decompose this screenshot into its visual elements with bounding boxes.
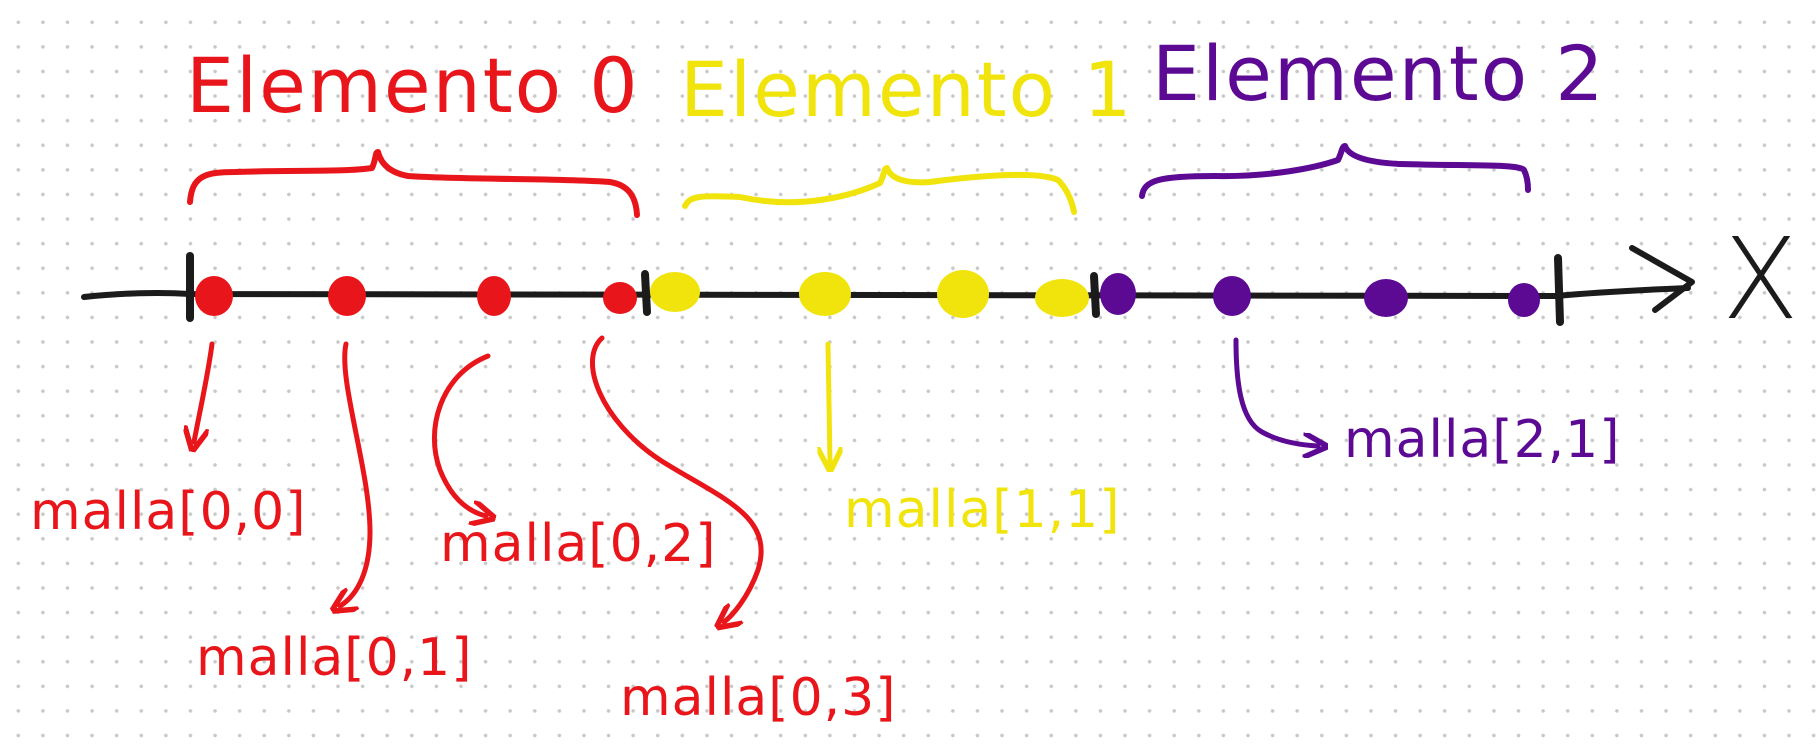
node-0-0	[195, 276, 233, 316]
node-1-2	[937, 270, 989, 318]
node-0-2	[477, 276, 511, 316]
arrow-to-malla-2-1	[1233, 337, 1318, 446]
element-boundary-tick	[1554, 254, 1564, 326]
mesh-label-1-1: malla[1,1]	[844, 480, 1121, 540]
arrow-to-malla-0-1	[340, 341, 373, 606]
node-2-3	[1508, 283, 1540, 317]
arrow-to-malla-0-2	[431, 353, 488, 516]
element-boundary-tick	[641, 270, 651, 316]
node-1-3	[1035, 279, 1089, 317]
node-2-2	[1364, 279, 1408, 317]
element-0-brace	[187, 149, 640, 218]
x-axis-arrowhead	[1629, 245, 1695, 313]
element-boundary-tick	[1090, 272, 1100, 318]
x-axis-line	[81, 285, 1691, 300]
node-2-1	[1213, 276, 1251, 316]
mesh-label-0-0: malla[0,0]	[30, 482, 307, 542]
node-0-3	[603, 282, 637, 314]
arrow-to-malla-1-1	[828, 341, 830, 462]
mesh-label-0-1: malla[0,1]	[196, 628, 473, 688]
element-0-title: Elemento 0	[186, 41, 640, 130]
element-1-title: Elemento 1	[680, 45, 1134, 134]
mesh-label-0-2: malla[0,2]	[440, 514, 717, 574]
node-1-1	[799, 272, 851, 316]
x-axis-label: X	[1722, 215, 1799, 345]
element-1-brace	[682, 165, 1077, 215]
element-2-brace	[1139, 143, 1531, 199]
arrow-to-malla-0-0	[194, 341, 215, 442]
mesh-label-2-1: malla[2,1]	[1344, 410, 1621, 470]
mesh-label-0-3: malla[0,3]	[620, 668, 897, 728]
node-1-0	[650, 272, 700, 312]
arrow-to-malla-0-3	[590, 335, 764, 622]
node-0-1	[328, 276, 366, 316]
node-2-0	[1100, 273, 1136, 315]
element-2-title: Elemento 2	[1152, 29, 1606, 118]
